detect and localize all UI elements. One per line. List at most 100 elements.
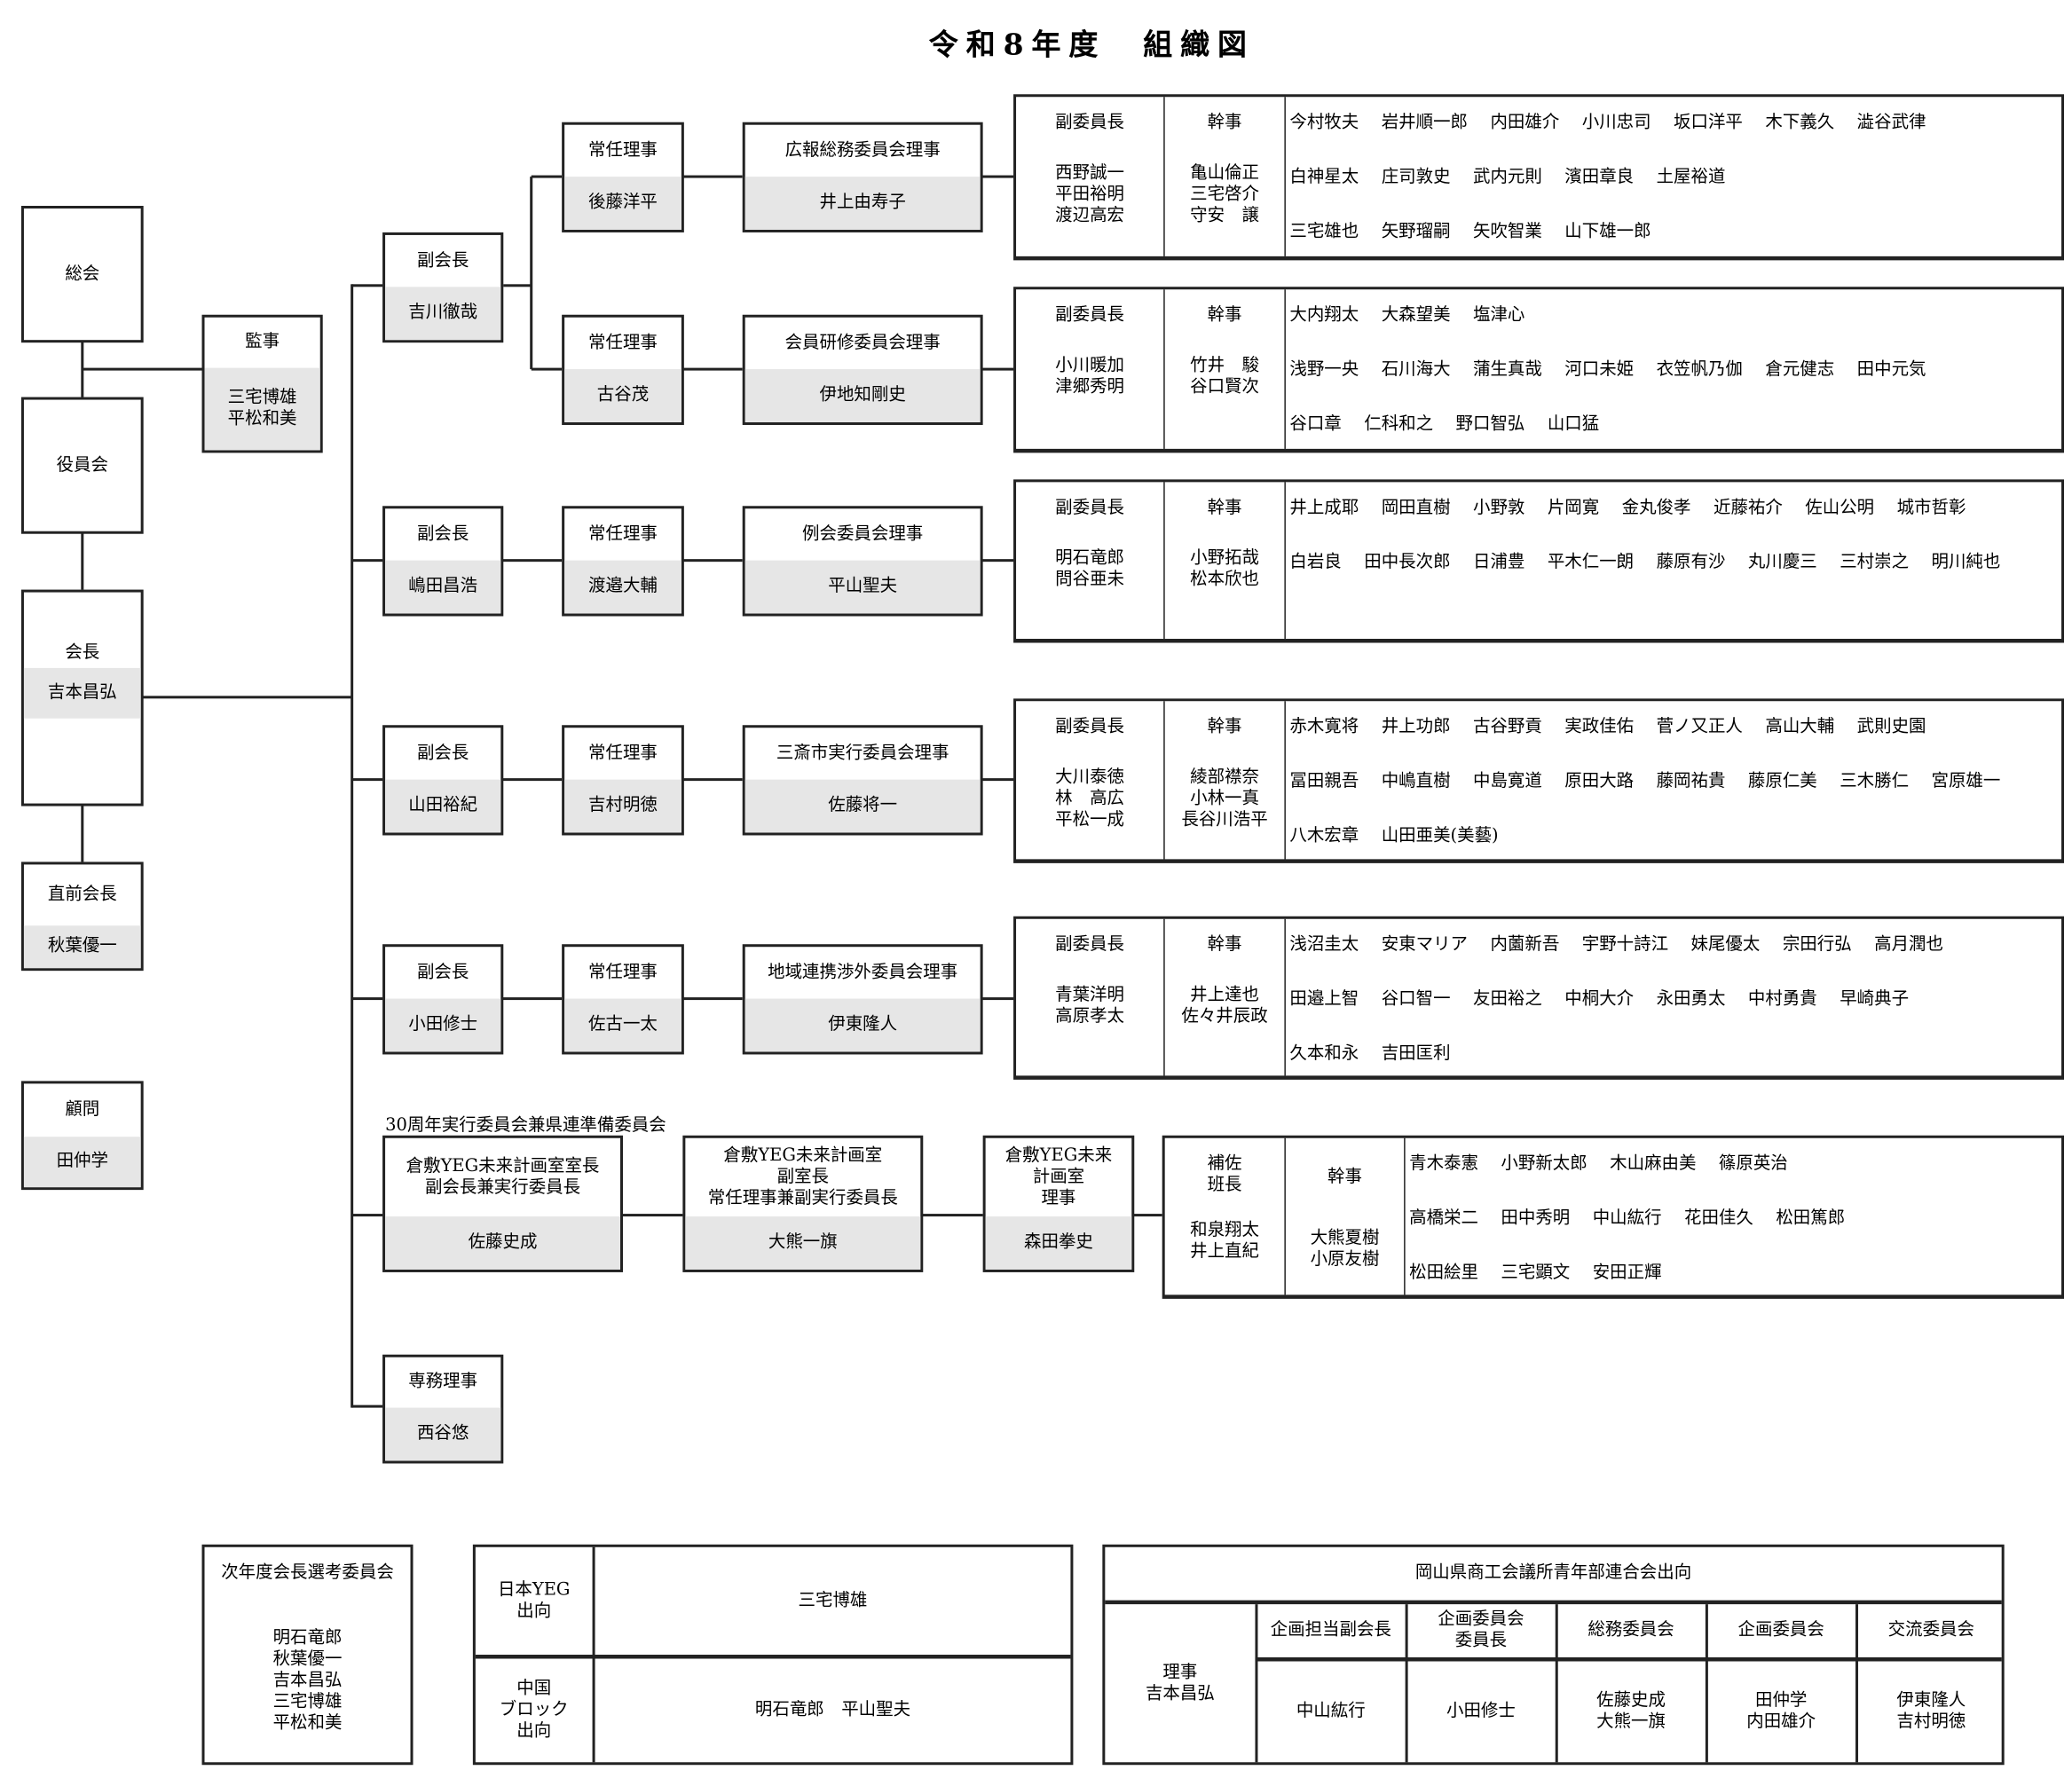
committee-chair-label: 広報総務委員会理事 [745, 125, 981, 177]
member-name: 山下雄一郎 [1564, 221, 1651, 242]
vice-chair-names: 大川泰徳林 高広平松一成 [1055, 767, 1124, 831]
advisor-name: 田仲学 [23, 1137, 141, 1188]
secretary-label: 幹事 [1207, 113, 1242, 133]
member-name: 城市哲彰 [1896, 498, 1966, 518]
member-row: 八木宏章山田亜美(美藝) [1289, 823, 2061, 877]
vice-chair-header: 副委員長 [1055, 498, 1124, 519]
anniversary-role-box: 倉敷YEG未来計画室理事森田拳史 [982, 1135, 1135, 1272]
vice-chair-label: 副委員長 [1055, 934, 1125, 956]
members-column: 浅沼圭太安東マリア内薗新吾宇野十詩江妹尾優太宗田行弘高月潤也田邉上智谷口智一友田… [1286, 919, 2061, 1076]
nomination-name: 三宅博雄 [272, 1691, 343, 1712]
member-row: 浅沼圭太安東マリア内薗新吾宇野十詩江妹尾優太宗田行弘高月潤也 [1289, 932, 2061, 987]
member-name: 木下義久 [1765, 113, 1835, 133]
member-row: 田邉上智谷口智一友田裕之中桐大介永田勇太中村勇貴早崎典子 [1289, 987, 2061, 1041]
prefecture-name: 伊東隆人 [1896, 1690, 1966, 1711]
secretary-name: 守安 譲 [1190, 206, 1259, 226]
anniversary-role-label-line: 常任理事兼副実行委員長 [707, 1187, 898, 1208]
japan-yeg-names: 三宅博雄 [798, 1590, 868, 1610]
member-name: 河口未姫 [1564, 359, 1635, 381]
vice-chair-names: 小川暖加津郷秀明 [1055, 356, 1124, 398]
member-row: 井上成耶岡田直樹小野敦片岡寛金丸俊孝近藤祐介佐山公明城市哲彰 [1289, 495, 2061, 549]
vice-chair-name: 津郷秀明 [1055, 377, 1125, 397]
secretary-names: 綾部襟奈小林一真長谷川浩平 [1181, 767, 1267, 831]
members-column: 大内翔太大森望美塩津心浅野一央石川海大蒲生真哉河口未姫衣笠帆乃伽倉元健志田中元気… [1286, 289, 2061, 449]
member-name: 大森望美 [1381, 305, 1451, 326]
secretary-name: 佐々井辰政 [1181, 1006, 1268, 1027]
vice-president-label: 副会長 [385, 508, 500, 560]
standing-director-box: 常任理事後藤洋平 [562, 122, 684, 232]
member-name: 松田篤郎 [1776, 1208, 1846, 1229]
committee-chair-box: 会員研修委員会理事伊地知剛史 [742, 314, 983, 425]
header-line: 企画担当副会長 [1270, 1620, 1391, 1640]
prefecture-director-line: 吉本昌弘 [1145, 1683, 1215, 1703]
vice-chair-column: 副委員長大川泰徳林 高広平松一成 [1016, 701, 1165, 860]
committee-member-table: 副委員長明石竜郎問谷亜未幹事小野拓哉松本欣也井上成耶岡田直樹小野敦片岡寛金丸俊孝… [1013, 479, 2065, 643]
row-divider [1255, 1657, 2002, 1662]
member-name: 井上成耶 [1289, 498, 1359, 518]
member-name: 赤木寛将 [1289, 717, 1359, 737]
connector-line [682, 175, 743, 178]
connector-line [501, 559, 563, 563]
page-title: 令和8年度 組織図 [928, 28, 1255, 63]
column-divider [1405, 1604, 1407, 1763]
prefecture-column-names: 中山紘行 [1257, 1661, 1406, 1762]
vice-chair-name: 問谷亜未 [1055, 570, 1125, 590]
standing-director-box: 常任理事古谷茂 [562, 314, 684, 425]
secretary-column: 幹事大熊夏樹小原友樹 [1286, 1137, 1406, 1295]
secretary-column: 幹事井上達也佐々井辰政 [1165, 918, 1286, 1076]
member-name: 石川海大 [1381, 359, 1451, 381]
anniversary-heading: 30周年実行委員会兼県連準備委員会 [385, 1115, 666, 1136]
member-name: 近藤祐介 [1713, 498, 1783, 518]
anniversary-role-label: 倉敷YEG未来計画室室長副会長兼実行委員長 [385, 1138, 620, 1216]
member-name: 藤原有沙 [1656, 552, 1726, 573]
member-name: 中島寛道 [1472, 771, 1542, 792]
member-name: 岡田直樹 [1381, 498, 1451, 518]
member-name: 田邉上智 [1289, 989, 1359, 1010]
vice-president-name: 山田裕紀 [385, 779, 501, 833]
member-name: 実政佳佑 [1564, 717, 1635, 737]
committee-chair-label: 地域連携渉外委員会理事 [745, 947, 981, 998]
connector-line [682, 997, 743, 1001]
header-line: 企画委員会 [1737, 1620, 1824, 1640]
member-name: 三宅雄也 [1289, 221, 1359, 242]
secretary-names: 大熊夏樹小原友樹 [1311, 1229, 1380, 1271]
secretary-names: 小野拓哉松本欣也 [1190, 548, 1259, 591]
secretary-names: 竹井 駿谷口賢次 [1190, 356, 1259, 398]
anniversary-role-label: 倉敷YEG未来計画室副室長常任理事兼副実行委員長 [685, 1138, 920, 1216]
member-name: 濱田章良 [1564, 167, 1635, 188]
member-name: 菅ノ又正人 [1656, 717, 1743, 737]
connector-line [142, 696, 352, 699]
connector-line [351, 284, 383, 287]
chugoku-block-label: 中国ブロック出向 [476, 1659, 593, 1763]
members-column: 青木泰憲小野新太郎木山麻由美篠原英治高橋栄二田中秀明中山紘行花田佳久松田篤郎松田… [1406, 1138, 2061, 1295]
connector-line [81, 532, 84, 590]
member-name: 古谷野貢 [1472, 717, 1542, 737]
standing-director-label-line: 常任理事 [588, 962, 658, 982]
connector-line [351, 284, 354, 1408]
connector-line [351, 778, 383, 782]
member-name: 宗田行弘 [1782, 934, 1852, 956]
member-name: 小川忠司 [1581, 113, 1651, 133]
secretary-column: 幹事亀山倫正三宅啓介守安 譲 [1165, 97, 1286, 256]
member-name: 安田正輝 [1592, 1263, 1662, 1283]
prefecture-name: 佐藤史成 [1596, 1690, 1666, 1711]
committee-chair-name: 伊地知剛史 [745, 369, 981, 422]
connector-line [682, 778, 743, 782]
member-name: 岩井順一郎 [1381, 113, 1469, 133]
standing-director-label: 常任理事 [564, 508, 681, 560]
anniversary-role-label-line: 理事 [1041, 1187, 1076, 1208]
vice-chair-label: 副委員長 [1055, 717, 1125, 737]
member-name: 山田亜美(美藝) [1381, 826, 1499, 846]
standing-director-label: 常任理事 [564, 728, 681, 779]
standing-director-box: 常任理事渡邉大輔 [562, 506, 684, 617]
standing-director-name: 吉村明徳 [564, 779, 681, 833]
nomination-name: 秋葉優一 [272, 1649, 343, 1670]
secondment-label-line: 出向 [516, 1601, 552, 1621]
executive-director-box: 専務理事 西谷悠 [382, 1354, 504, 1464]
prefecture-name: 田仲学 [1754, 1690, 1808, 1711]
secondment-label-line: 日本YEG [497, 1579, 571, 1600]
column-divider [1855, 1604, 1858, 1763]
vice-chair-header: 補佐班長 [1208, 1154, 1242, 1195]
member-name: 坂口洋平 [1674, 113, 1743, 133]
member-row: 三宅雄也矢野瑠嗣矢吹智業山下雄一郎 [1289, 219, 2061, 273]
